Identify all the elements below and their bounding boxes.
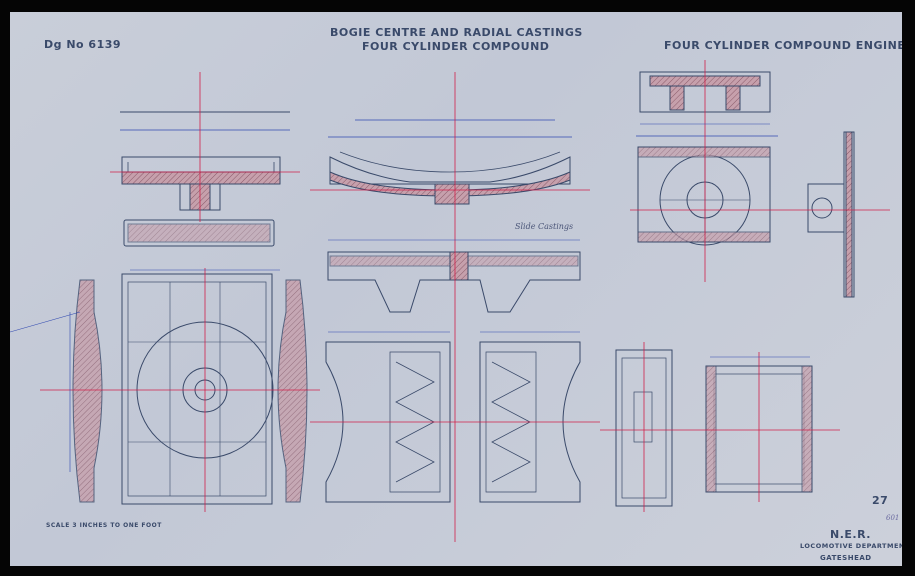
company-name: N.E.R. — [830, 528, 871, 541]
pencil-note: 601 — [886, 514, 900, 522]
drawing-title: BOGIE CENTRE AND RADIAL CASTINGS — [330, 26, 583, 39]
slide-castings-label: Slide Castings — [515, 222, 574, 231]
location-name: GATESHEAD — [820, 554, 872, 562]
sheet-number: 27 — [872, 494, 889, 507]
bolster-section-view — [328, 119, 572, 205]
technical-drawing — [10, 60, 890, 542]
top-left-view — [120, 111, 290, 247]
dimension-lines — [10, 123, 810, 472]
bottom-right-views — [615, 349, 813, 507]
engine-label: FOUR CYLINDER COMPOUND ENGINE — [664, 39, 902, 52]
drawing-sheet: BOGIE CENTRE AND RADIAL CASTINGS FOUR CY… — [10, 12, 902, 566]
department-name: LOCOMOTIVE DEPARTMENT — [800, 542, 902, 550]
slide-castings-view — [327, 251, 581, 313]
engine-casting-views — [636, 71, 855, 298]
drawing-number: Dg No 6139 — [44, 38, 122, 51]
centre-lines — [40, 60, 890, 542]
drawing-subtitle: FOUR CYLINDER COMPOUND — [362, 40, 550, 53]
bogie-centre-plan — [72, 273, 308, 505]
scale-note: SCALE 3 INCHES TO ONE FOOT — [46, 522, 162, 529]
radial-castings — [325, 341, 581, 503]
